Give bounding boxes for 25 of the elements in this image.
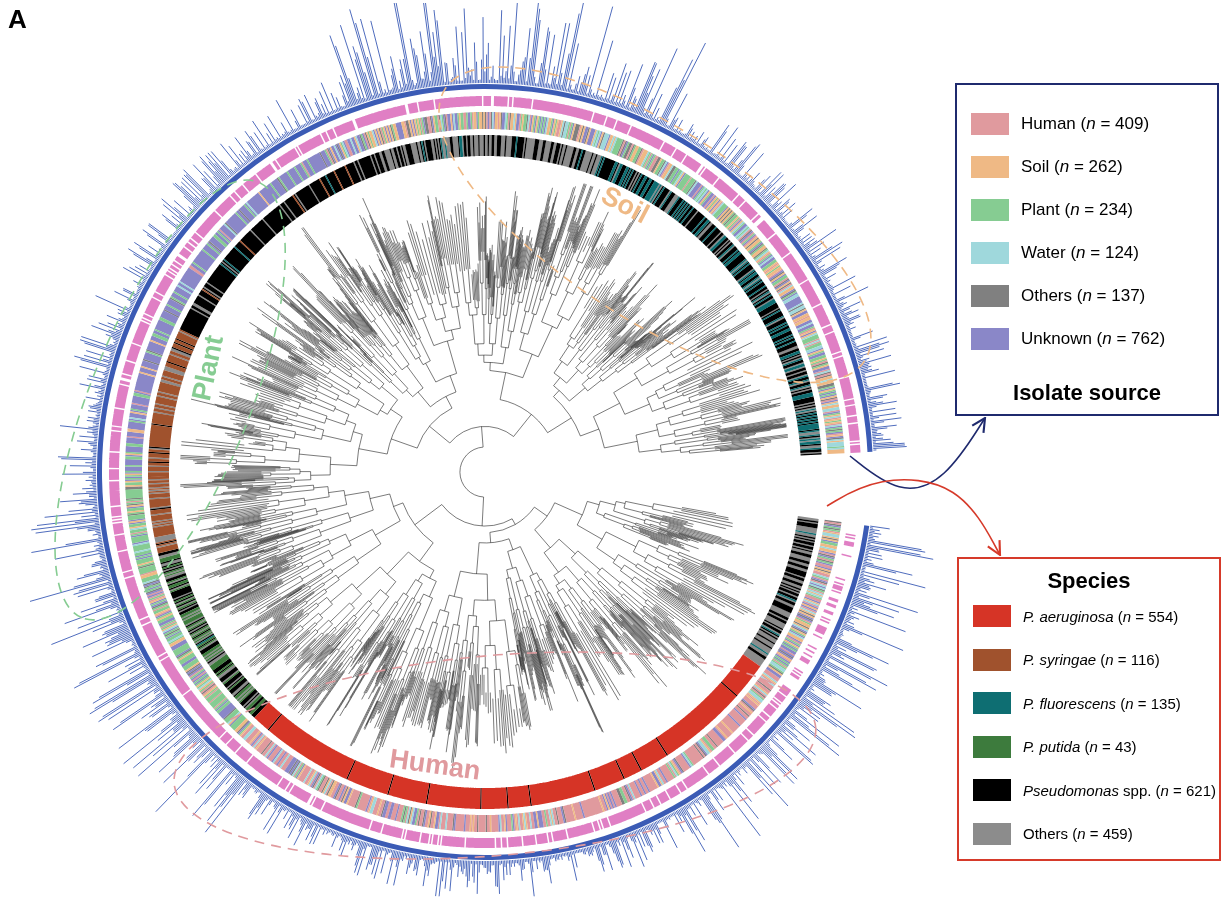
legend-label: Pseudomonas spp. (n = 621) — [1023, 781, 1217, 799]
legend-label: Others (n = 137) — [1021, 286, 1146, 306]
curved-arrow — [849, 416, 987, 490]
panel-label: A — [8, 4, 27, 35]
curved-arrow — [826, 479, 1002, 557]
legend-label: Human (n = 409) — [1021, 114, 1150, 134]
legend-title: Species — [1046, 568, 1132, 594]
legend-title: Isolate source — [1012, 380, 1162, 406]
legend-label: Plant (n = 234) — [1021, 200, 1133, 220]
dashed-cluster-outline — [172, 649, 818, 861]
legend-label: Water (n = 124) — [1021, 243, 1139, 263]
legend-label: P. syringae (n = 116) — [1023, 651, 1160, 668]
legend-label: Soil (n = 262) — [1021, 157, 1123, 177]
legend-label: Others (n = 459) — [1023, 825, 1133, 842]
legend-box — [957, 557, 1221, 861]
legend-label: P. fluorescens (n = 135) — [1023, 694, 1181, 712]
legend-box — [955, 83, 1219, 416]
legend-label: P. putida (n = 43) — [1023, 738, 1137, 755]
cluster-label: Plant — [185, 332, 230, 404]
dashed-cluster-outline — [52, 178, 288, 622]
cluster-label: Human — [387, 743, 483, 787]
legend-label: Unknown (n = 762) — [1021, 329, 1166, 349]
legend-label: P. aeruginosa (n = 554) — [1023, 607, 1179, 625]
dashed-cluster-outline — [437, 65, 873, 385]
cluster-label: Soil — [595, 179, 655, 231]
